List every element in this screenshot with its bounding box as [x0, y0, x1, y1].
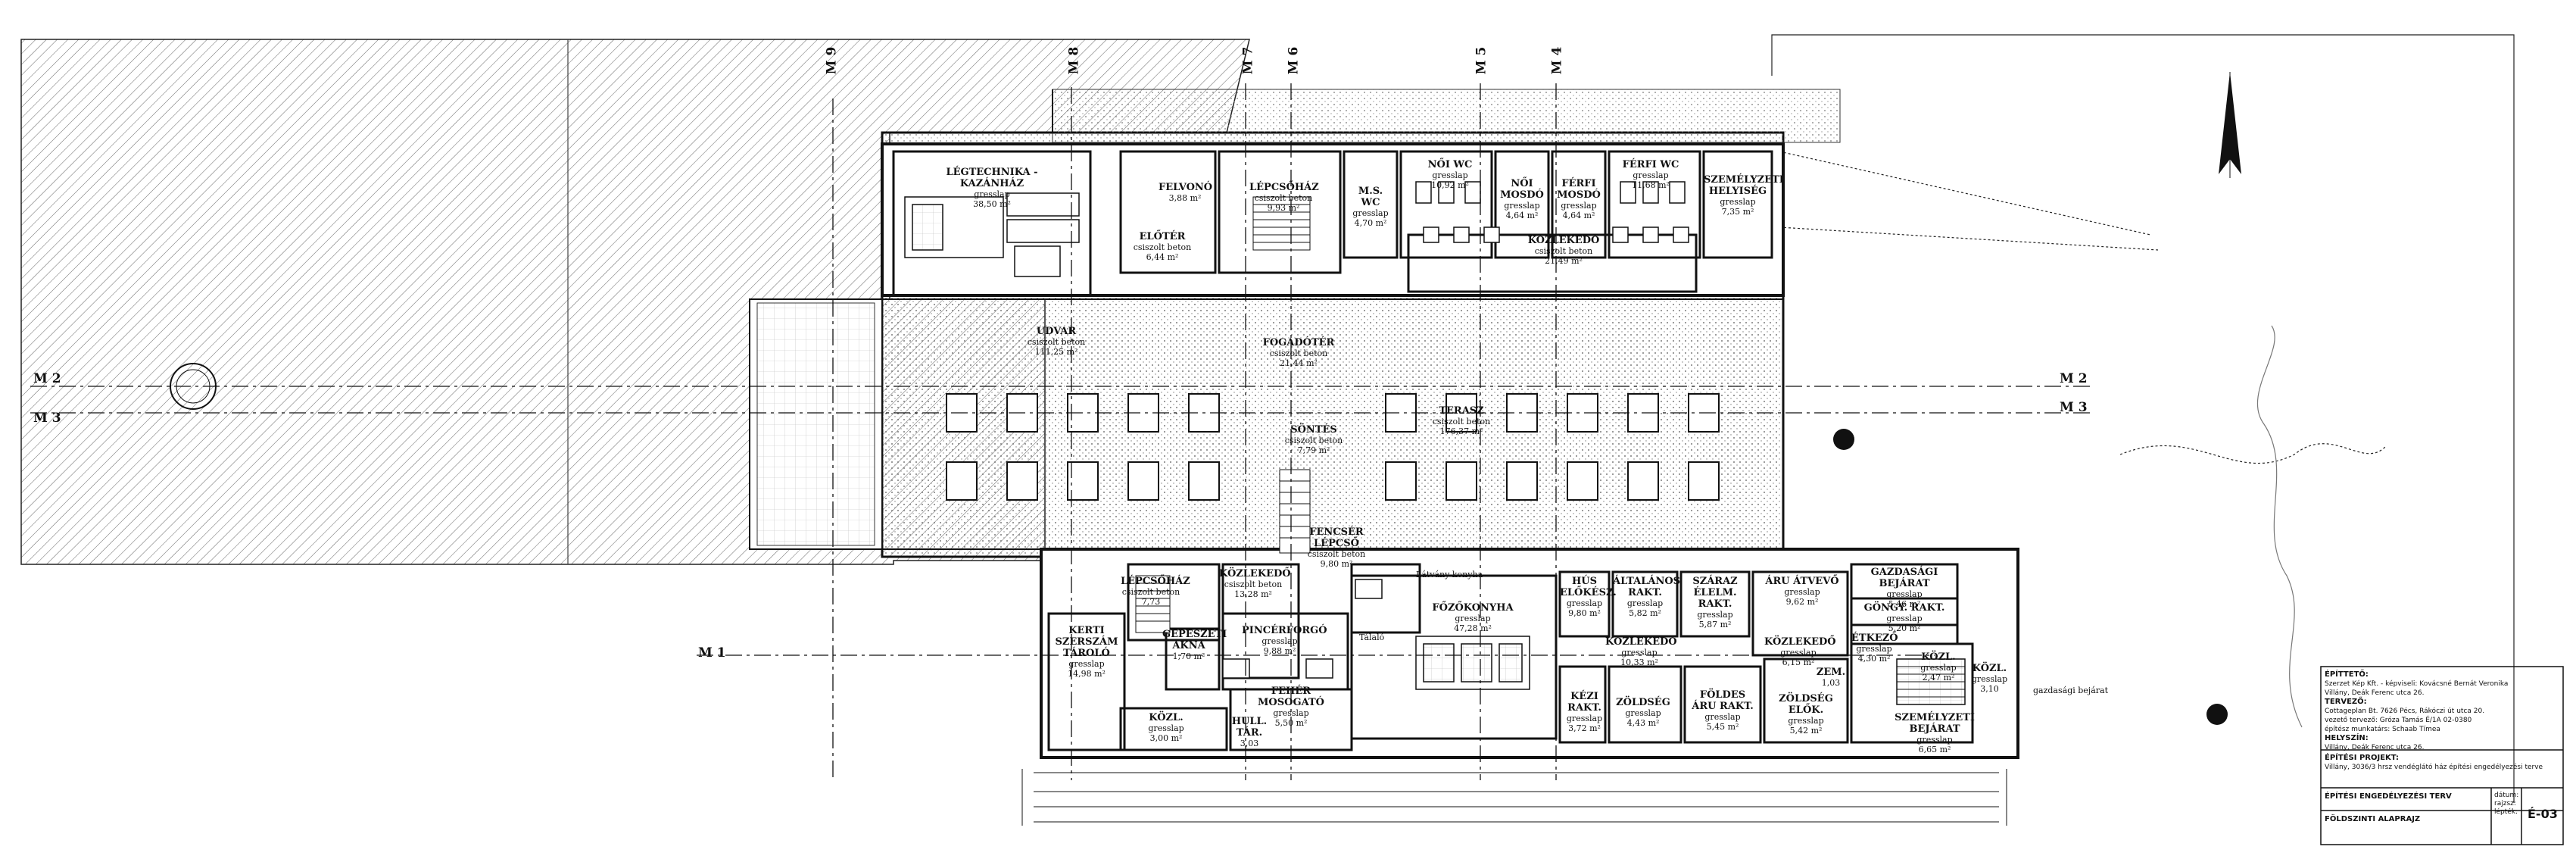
room-aru-atvevo: ÁRU ÁTVEVŐ gresslap 9,62 m² [1765, 576, 1839, 607]
dimension-lines [1021, 769, 2007, 826]
sheet-number: É-03 [2528, 807, 2558, 821]
room-pinceforgo: PINCÉRFORGÓ gresslap 9,88 m² [1242, 625, 1327, 656]
axis-label-m1: M 1 [698, 645, 726, 661]
room-fencser-lepcso: FENCSÉR LÉPCSŐ csiszolt beton 9,80 m² [1307, 526, 1366, 569]
room-kozl-right: KÖZL. gresslap 3,10 [1971, 663, 2008, 694]
axis-label-m5: M 5 [1474, 46, 1489, 75]
room-hull-tar: HULL. TÁR. 3,03 [1231, 716, 1268, 748]
room-altalanos-rakt: ÁLTALÁNOS RAKT. gresslap 5,82 m² [1613, 576, 1681, 618]
room-fozokonyha: FŐZŐKONYHA gresslap 47,28 m² [1432, 602, 1514, 633]
room-noi-mosdo: NŐI MOSDÓ gresslap 4,64 m² [1500, 178, 1544, 220]
title-block [2320, 666, 2564, 845]
room-szemelyzeti-helyiseg: SZEMÉLYZETI HELYISÉG gresslap 7,35 m² [1704, 174, 1784, 217]
room-ferfi-wc: FÉRFI WC gresslap 11,68 m² [1622, 159, 1679, 190]
axis-label-m3-left: M 3 [33, 411, 61, 426]
room-kozlekedo-b3: KÖZLEKEDŐ gresslap 6,15 m² [1764, 636, 1836, 667]
room-legtechnika: LÉGTECHNIKA - KAZÁNHÁZ gresslap 38,50 m² [946, 167, 1038, 209]
north-arrow-icon [2219, 72, 2241, 178]
title-block-sheet-title: FÖLDSZINTI ALAPRAJZ [2325, 815, 2421, 823]
site-boundary [1771, 34, 2515, 803]
room-gongy-rakt: GÖNGY. RAKT. gresslap 5,20 m² [1863, 602, 1945, 633]
room-szemelyzeti-bejarat: SZEMÉLYZETI BEJÁRAT gresslap 6,65 m² [1895, 712, 1975, 754]
room-latvanykonyha: Látvány konyha [1416, 570, 1483, 579]
room-kozlekedo-top: KÖZLEKEDŐ csiszolt beton 21,49 m² [1527, 235, 1600, 266]
room-lepcsohaz-bottom: LÉPCSŐHÁZ csiszolt beton 7,73 [1121, 576, 1190, 607]
axis-label-m2-left: M 2 [33, 371, 61, 386]
axis-label-m6: M 6 [1286, 46, 1302, 75]
room-talalo: Tálaló [1359, 633, 1385, 642]
axis-label-m2-right: M 2 [2060, 371, 2088, 386]
top-rooms [892, 150, 1773, 297]
room-feher-mosogato: FEHÉR MOSOGATÓ gresslap 5,50 m² [1258, 686, 1324, 728]
room-zoldseg: ZÖLDSÉG gresslap 4,43 m² [1616, 697, 1670, 728]
axis-label-m4: M 4 [1549, 46, 1565, 75]
room-kozl-small: KÖZL. gresslap 3,00 m² [1148, 712, 1184, 743]
room-noi-wc: NŐI WC gresslap 10,92 m² [1427, 159, 1473, 190]
axis-label-m7: M 7 [1240, 46, 1256, 75]
room-kozl-mid: KÖZL. gresslap 2,47 m² [1920, 651, 1957, 683]
room-felvono: FELVONÓ 3,88 m² [1159, 182, 1213, 203]
room-zem: ZEM. 1,03 [1816, 667, 1846, 688]
room-etkes: ÉTKEZŐ gresslap 4,30 m² [1851, 633, 1898, 664]
staircase-bottom [1135, 469, 1311, 633]
room-foldes-aru: FÖLDES ÁRU RAKT. gresslap 5,45 m² [1692, 689, 1754, 732]
room-lepcsohaz-top: LÉPCSŐHÁZ csiszolt beton 9,93 m² [1249, 182, 1319, 213]
room-ms-wc: M.S. WC gresslap 4,70 m² [1352, 186, 1389, 228]
room-kerti-szerszam: KERTI SZERSZÁM TÁROLÓ gresslap 14,98 m² [1055, 625, 1118, 679]
room-szaraz-rakt: SZÁRAZ ÉLELM. RAKT. gresslap 5,87 m² [1692, 576, 1738, 629]
axis-lines [30, 83, 2090, 780]
room-ferfi-mosdo: FÉRFI MOSDÓ gresslap 4,64 m² [1557, 178, 1601, 220]
room-gazdasagi-bejarat: GAZDASÁGI BEJÁRAT gresslap 5,46 m² [1870, 567, 1938, 609]
room-kez-rakt: KÉZI RAKT. gresslap 3,72 m² [1566, 691, 1603, 733]
title-block-text: ÉPÍTTETŐ: Szerzet Kép Kft. - képviseli: … [2325, 670, 2509, 751]
gazdasagi-bejarat-note: gazdasági bejárat [2033, 686, 2109, 695]
room-sontes: SÖNTÉS csiszolt beton 7,79 m² [1284, 424, 1343, 455]
room-gepeszeti: GÉPÉSZETI AKNA 1,70 m² [1162, 629, 1227, 661]
kitchen-equipment [1222, 579, 1966, 705]
room-terasz: TERASZ csiszolt beton 176,37 m² [1432, 405, 1491, 436]
room-fogadoter: FOGADÓTÉR csiszolt beton 21,44 m² [1262, 337, 1335, 368]
level-markers [170, 363, 2228, 725]
room-eloter: ELŐTÉR csiszolt beton 6,44 m² [1133, 231, 1192, 262]
room-zoldseg-elo: ZÖLDSÉG ELŐK. gresslap 5,42 m² [1779, 693, 1833, 736]
title-block-project: ÉPÍTÉSI PROJEKT: Villány, 3036/3 hrsz ve… [2325, 754, 2543, 771]
room-udvar: UDVAR csiszolt beton 111,25 m² [1027, 326, 1086, 357]
bottom-rooms [1047, 563, 1974, 751]
room-kozlekedo-b1: KÖZLEKEDŐ csiszolt beton 13,28 m² [1219, 568, 1291, 599]
axis-label-m9: M 9 [824, 46, 840, 75]
sanitary-fixtures [1415, 181, 1689, 243]
room-kozlekedo-b2: KÖZLEKEDŐ gresslap 10,33 m² [1605, 636, 1677, 667]
axis-label-m8: M 8 [1066, 46, 1082, 75]
room-hus-elo: HÚS ELŐKÉSZ. gresslap 9,80 m² [1560, 576, 1617, 618]
title-block-plan-type: ÉPÍTÉSI ENGEDÉLYEZÉSI TERV [2325, 792, 2452, 801]
title-block-meta: dátum: rajzsz: lépték: [2494, 792, 2519, 816]
axis-label-m3-right: M 3 [2060, 400, 2088, 415]
boiler-equipment [904, 192, 1080, 277]
staircase-top [1252, 196, 1311, 251]
